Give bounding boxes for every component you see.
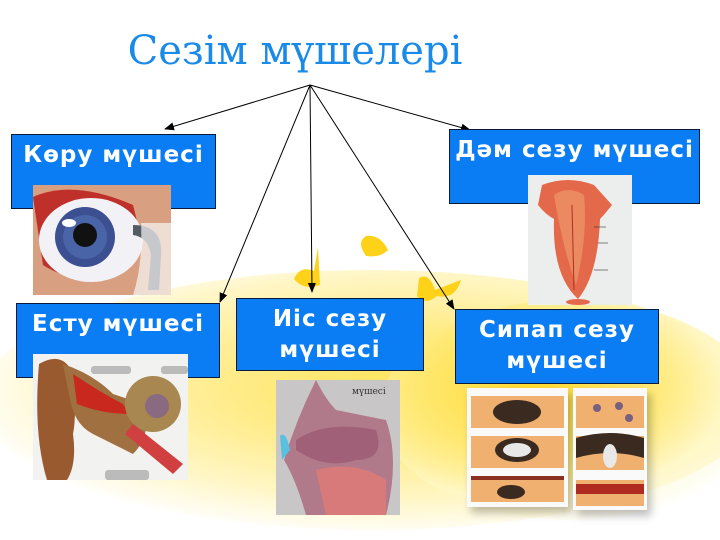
nose-icon: мүшесі xyxy=(276,380,400,515)
skin-receptors-image-right xyxy=(573,388,647,510)
smell-organ-label: Иіс сезу мүшесі xyxy=(272,306,388,363)
sight-organ-label: Көру мүшесі xyxy=(23,142,204,168)
skin-receptor-icon xyxy=(573,388,647,510)
tongue-icon xyxy=(528,175,632,305)
ginkgo-leaf-icon xyxy=(417,276,461,301)
skin-receptor-icon xyxy=(467,388,568,507)
taste-organ-label: Дәм сезу мүшесі xyxy=(455,137,694,163)
ginkgo-leaf-icon xyxy=(356,235,388,280)
arrow-to-sight xyxy=(164,84,311,131)
ear-anatomy-image xyxy=(33,354,188,480)
eye-icon xyxy=(33,185,171,295)
page-title: Сезім мүшелері xyxy=(127,28,463,74)
ear-icon xyxy=(33,354,188,480)
tongue-anatomy-image xyxy=(528,175,632,305)
arrow-to-hearing xyxy=(219,84,311,303)
nose-caption: мүшесі xyxy=(352,387,386,397)
arrow-to-taste xyxy=(309,84,471,132)
hearing-organ-label: Есту мүшесі xyxy=(31,311,204,337)
arrow-to-smell xyxy=(307,84,316,293)
ginkgo-leaf-icon xyxy=(294,247,320,287)
nose-anatomy-image: мүшесі xyxy=(276,380,400,515)
smell-organ-box: Иіс сезу мүшесі xyxy=(236,298,424,371)
touch-organ-box: Сипап сезу мүшесі xyxy=(455,309,659,384)
eye-anatomy-image xyxy=(33,185,171,295)
arrow-to-touch xyxy=(309,84,455,310)
skin-receptors-image-left xyxy=(467,388,568,507)
touch-organ-label: Сипап сезу мүшесі xyxy=(479,317,635,374)
taste-organ-box: Дәм сезу мүшесі xyxy=(449,129,700,204)
